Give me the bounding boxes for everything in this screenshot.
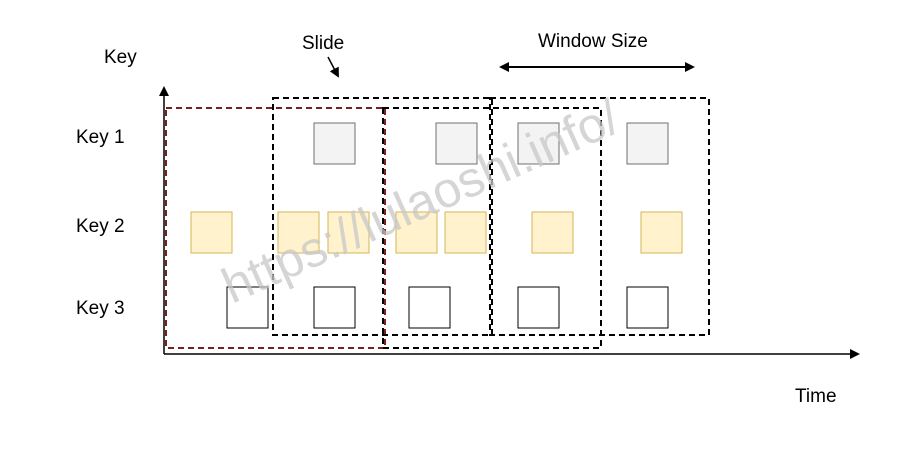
y-axis-label: Key bbox=[104, 47, 137, 68]
event-box bbox=[313, 286, 356, 329]
row-label-key-1: Key 1 bbox=[76, 127, 125, 148]
row-label-key-3: Key 3 bbox=[76, 298, 125, 319]
key-1-events bbox=[313, 122, 669, 165]
sliding-windows bbox=[165, 97, 710, 349]
window-2 bbox=[272, 97, 493, 336]
event-box bbox=[408, 286, 451, 329]
event-box bbox=[517, 286, 560, 329]
event-box bbox=[517, 122, 560, 165]
slide-label: Slide bbox=[302, 33, 344, 54]
event-box bbox=[395, 211, 438, 254]
event-box bbox=[190, 211, 233, 254]
event-box bbox=[327, 211, 370, 254]
event-box bbox=[444, 211, 487, 254]
event-box bbox=[531, 211, 574, 254]
row-label-key-2: Key 2 bbox=[76, 216, 125, 237]
event-box bbox=[435, 122, 478, 165]
event-box bbox=[313, 122, 356, 165]
slide-arrow bbox=[327, 56, 339, 78]
watermark-text: https://lulaoshi.info/ bbox=[214, 89, 628, 314]
event-box bbox=[626, 122, 669, 165]
x-axis-label: Time bbox=[795, 386, 837, 407]
event-box bbox=[626, 286, 669, 329]
window-3 bbox=[382, 107, 602, 349]
event-box bbox=[226, 286, 269, 329]
event-box bbox=[277, 211, 320, 254]
event-box bbox=[640, 211, 683, 254]
window-size-label: Window Size bbox=[538, 31, 648, 52]
key-3-events bbox=[226, 286, 669, 329]
key-2-events bbox=[190, 211, 683, 254]
window-4 bbox=[489, 97, 710, 336]
